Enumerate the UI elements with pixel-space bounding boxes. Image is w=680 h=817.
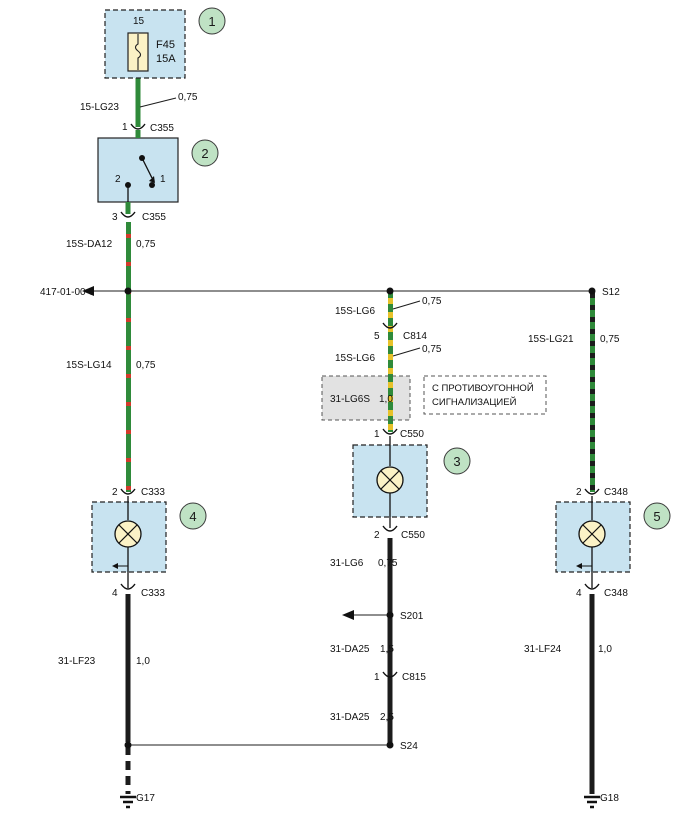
- wire-label-15S-DA12: 15S-DA12: [66, 239, 113, 250]
- wire-label-31-LG6: 31-LG6: [330, 558, 364, 569]
- note-line-2: СИГНАЛИЗАЦИЕЙ: [432, 396, 517, 408]
- fuse-name: F45: [156, 39, 175, 51]
- option-box-31-LG6S: 31-LG6S 1,0: [321, 375, 411, 421]
- svg-text:C814: C814: [403, 331, 427, 342]
- wire-size-31-LG6: 0,75: [378, 558, 398, 569]
- wire-size-31-LF23: 1,0: [136, 656, 150, 667]
- wire-15S-LG21: [590, 292, 595, 492]
- connector-c333-bottom: 4 C333: [112, 583, 165, 599]
- ground-g18-label: G18: [600, 793, 619, 804]
- wire-size-31-DA25-b: 2,5: [380, 712, 394, 723]
- splice-s201-node: [386, 611, 394, 619]
- reference-417-01-00-6: 417-01-00-6: [40, 287, 95, 298]
- wire-label-15S-LG6-a: 15S-LG6: [335, 306, 375, 317]
- svg-text:C815: C815: [402, 672, 426, 683]
- svg-text:2: 2: [112, 487, 118, 498]
- wire-label-31-LF24: 31-LF24: [524, 644, 562, 655]
- svg-text:C348: C348: [604, 487, 628, 498]
- svg-text:C550: C550: [400, 429, 424, 440]
- fuse-block: 15 F45 15A: [104, 9, 186, 79]
- connector-c355-top: 1 C355: [122, 122, 174, 134]
- splice-s24-node: [386, 741, 394, 749]
- svg-text:4: 4: [189, 509, 196, 524]
- svg-text:2: 2: [201, 146, 208, 161]
- wire-label-31-LF23: 31-LF23: [58, 656, 96, 667]
- wire-label-15-LG23: 15-LG23: [80, 102, 119, 113]
- svg-text:5: 5: [653, 509, 660, 524]
- connector-c814: 5 C814: [374, 322, 427, 342]
- svg-text:4: 4: [576, 588, 582, 599]
- svg-text:2: 2: [576, 487, 582, 498]
- connector-c333-top: 2 C333: [112, 487, 165, 498]
- svg-text:3: 3: [453, 454, 460, 469]
- lamp-left: [91, 496, 167, 588]
- fuse-pin-label: 15: [133, 16, 145, 27]
- lamp-right: [555, 496, 631, 588]
- splice-node-center: [386, 287, 394, 295]
- wire-size-15S-DA12: 0,75: [136, 239, 156, 250]
- wire-label-15S-LG6-b: 15S-LG6: [335, 353, 375, 364]
- wire-label-15S-LG21: 15S-LG21: [528, 334, 574, 345]
- callout-1: 1: [198, 7, 226, 35]
- callout-2: 2: [191, 139, 219, 167]
- svg-text:2: 2: [374, 530, 380, 541]
- splice-s12-node: [588, 287, 596, 295]
- ground-g17-icon: [120, 795, 136, 809]
- wire-size-15S-LG14: 0,75: [136, 360, 156, 371]
- svg-text:C550: C550: [401, 530, 425, 541]
- wire-label-31-DA25-a: 31-DA25: [330, 644, 370, 655]
- wire-size-31-LF24: 1,0: [598, 644, 612, 655]
- svg-text:C355: C355: [142, 212, 166, 223]
- wire-15S-DA12-LG14: [126, 222, 131, 492]
- wire-size-15-LG23: 0,75: [178, 92, 198, 103]
- wire-size-31-DA25-a: 1,5: [380, 644, 394, 655]
- svg-text:C333: C333: [141, 588, 165, 599]
- svg-text:4: 4: [112, 588, 118, 599]
- lamp-center: [352, 436, 428, 528]
- note-line-1: С ПРОТИВОУГОННОЙ: [432, 382, 534, 394]
- switch-block: 2 1: [97, 130, 179, 203]
- s201-branch: [342, 610, 390, 620]
- connector-c550-top: 1 C550: [374, 428, 424, 440]
- callout-5: 5: [643, 502, 671, 530]
- svg-text:C355: C355: [150, 123, 174, 134]
- svg-text:5: 5: [374, 331, 380, 342]
- connector-c348-bottom: 4 C348: [576, 583, 628, 599]
- wire-size-31-LG6S: 1,0: [379, 394, 393, 405]
- svg-text:3: 3: [112, 212, 118, 223]
- wire-size-15S-LG6-a: 0,75: [422, 296, 442, 307]
- ground-g17-label: G17: [136, 793, 155, 804]
- splice-left-bottom-node: [124, 741, 132, 749]
- connector-c348-top: 2 C348: [576, 487, 628, 498]
- wire-label-31-DA25-b: 31-DA25: [330, 712, 370, 723]
- wire-label-31-LG6S: 31-LG6S: [330, 394, 370, 405]
- splice-s201-label: S201: [400, 611, 424, 622]
- svg-text:1: 1: [208, 14, 215, 29]
- svg-text:1: 1: [122, 122, 128, 133]
- svg-text:1: 1: [160, 174, 166, 185]
- note-box-alarm: С ПРОТИВОУГОННОЙ СИГНАЛИЗАЦИЕЙ: [423, 375, 547, 415]
- svg-text:C348: C348: [604, 588, 628, 599]
- fuse-rating: 15A: [156, 53, 176, 65]
- callout-3: 3: [443, 447, 471, 475]
- wire-size-15S-LG21: 0,75: [600, 334, 620, 345]
- wire-label-15S-LG14: 15S-LG14: [66, 360, 112, 371]
- connector-c355-bottom: 3 C355: [112, 211, 166, 223]
- splice-s24-label: S24: [400, 741, 418, 752]
- connector-c550-bottom: 2 C550: [374, 525, 425, 541]
- wire-size-15S-LG6-b: 0,75: [422, 344, 442, 355]
- bus-line-top: [82, 286, 592, 296]
- wire-15S-LG6: [388, 292, 393, 432]
- ground-g18-icon: [584, 795, 600, 809]
- svg-text:C333: C333: [141, 487, 165, 498]
- svg-text:1: 1: [374, 429, 380, 440]
- splice-s12-label: S12: [602, 287, 620, 298]
- svg-text:2: 2: [115, 174, 121, 185]
- svg-text:1: 1: [374, 672, 380, 683]
- callout-4: 4: [179, 502, 207, 530]
- connector-c815: 1 C815: [374, 671, 426, 683]
- splice-node-left: [124, 287, 132, 295]
